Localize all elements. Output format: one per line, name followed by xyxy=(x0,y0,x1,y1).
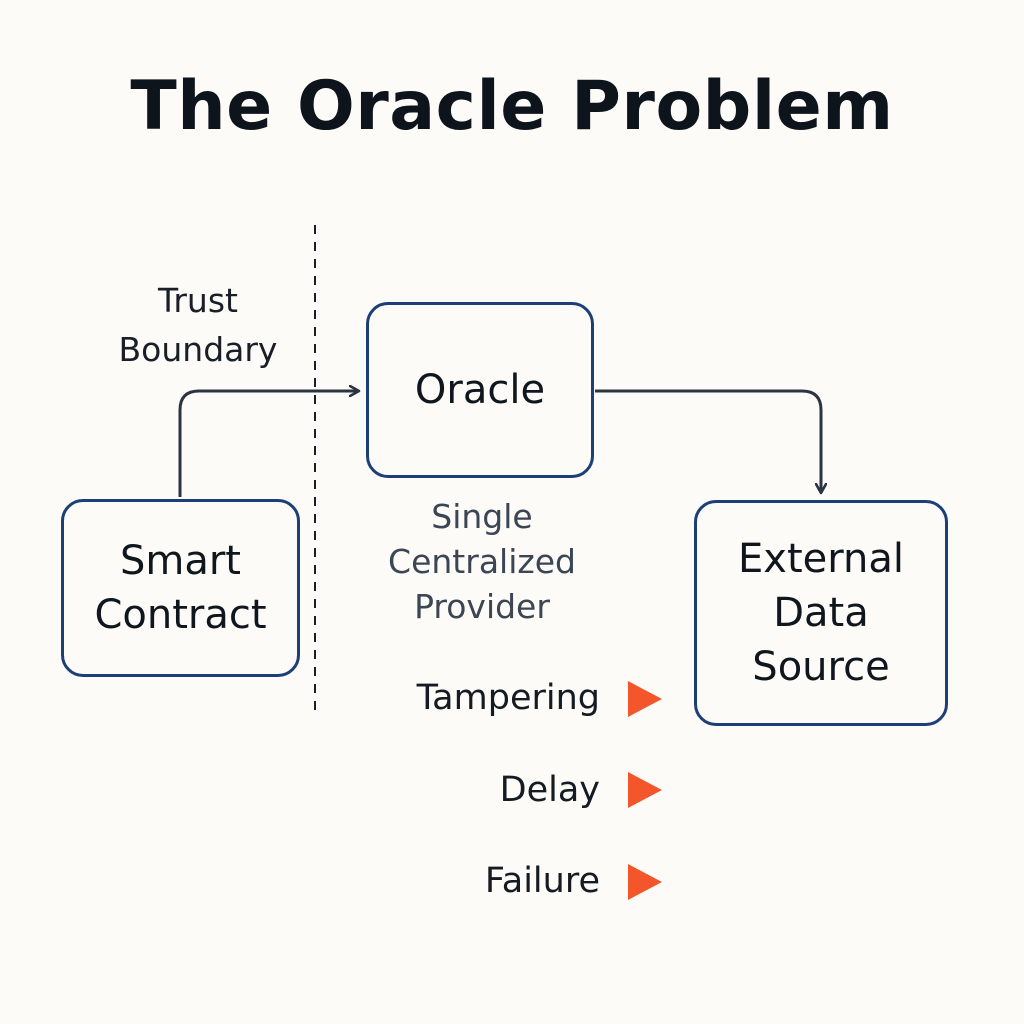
oracle-node: Oracle xyxy=(366,302,594,478)
external-data-source-node: External Data Source xyxy=(694,500,948,726)
arrow-oracle-to-external xyxy=(595,389,821,493)
trust-boundary-label: Trust Boundary xyxy=(118,281,278,369)
risk-tampering: Tampering xyxy=(416,678,600,718)
oracle-provider-note: Single Centralized Provider xyxy=(388,497,576,626)
smart-contract-label: Smart Contract xyxy=(94,538,267,638)
risk-failure-marker-icon xyxy=(628,864,662,900)
risk-delay-marker-icon xyxy=(628,772,662,808)
diagram-title: The Oracle Problem xyxy=(130,67,894,146)
smart-contract-node: Smart Contract xyxy=(61,499,300,677)
risk-failure: Failure xyxy=(484,861,600,901)
arrow-contract-to-oracle xyxy=(178,391,359,497)
risk-delay: Delay xyxy=(499,770,600,810)
risk-tampering-marker-icon xyxy=(628,681,662,717)
oracle-label: Oracle xyxy=(414,367,546,413)
external-data-source-label: External Data Source xyxy=(738,536,904,690)
